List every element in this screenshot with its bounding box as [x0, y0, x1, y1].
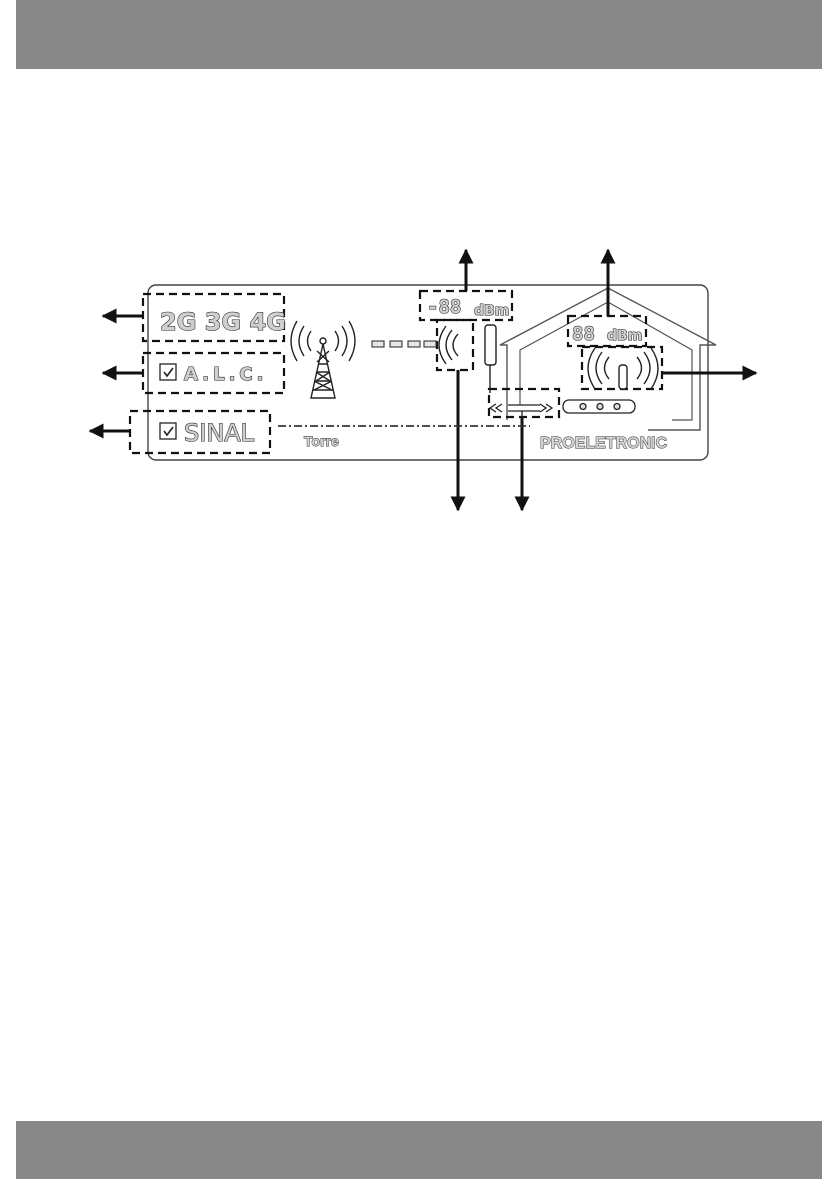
- outdoor-reading-unit: dBm: [474, 303, 509, 319]
- tower-label: Torre: [304, 433, 339, 449]
- repeater-device-icon: [563, 400, 635, 413]
- outdoor-antenna-callout-box: [437, 320, 473, 370]
- signal-label: SINAL: [184, 419, 255, 447]
- signal-checkbox-icon: [160, 423, 176, 439]
- link-callout-box: [489, 389, 559, 417]
- alc-checkbox-icon: [160, 364, 176, 380]
- indoor-reading-unit: dBm: [607, 328, 642, 344]
- tower-link-segments: [372, 341, 436, 347]
- outdoor-antenna-icon: [439, 325, 496, 393]
- indoor-reading-digits: 88: [572, 323, 595, 345]
- alc-label: A.L.C.: [184, 364, 267, 385]
- brand-label: PROELETRONIC: [540, 435, 668, 452]
- outdoor-reading-digits: -88: [427, 296, 461, 318]
- cell-tower-icon: [291, 321, 355, 398]
- band-indicator: 2G 3G 4G: [160, 308, 286, 336]
- indoor-antenna-icon: [588, 348, 658, 389]
